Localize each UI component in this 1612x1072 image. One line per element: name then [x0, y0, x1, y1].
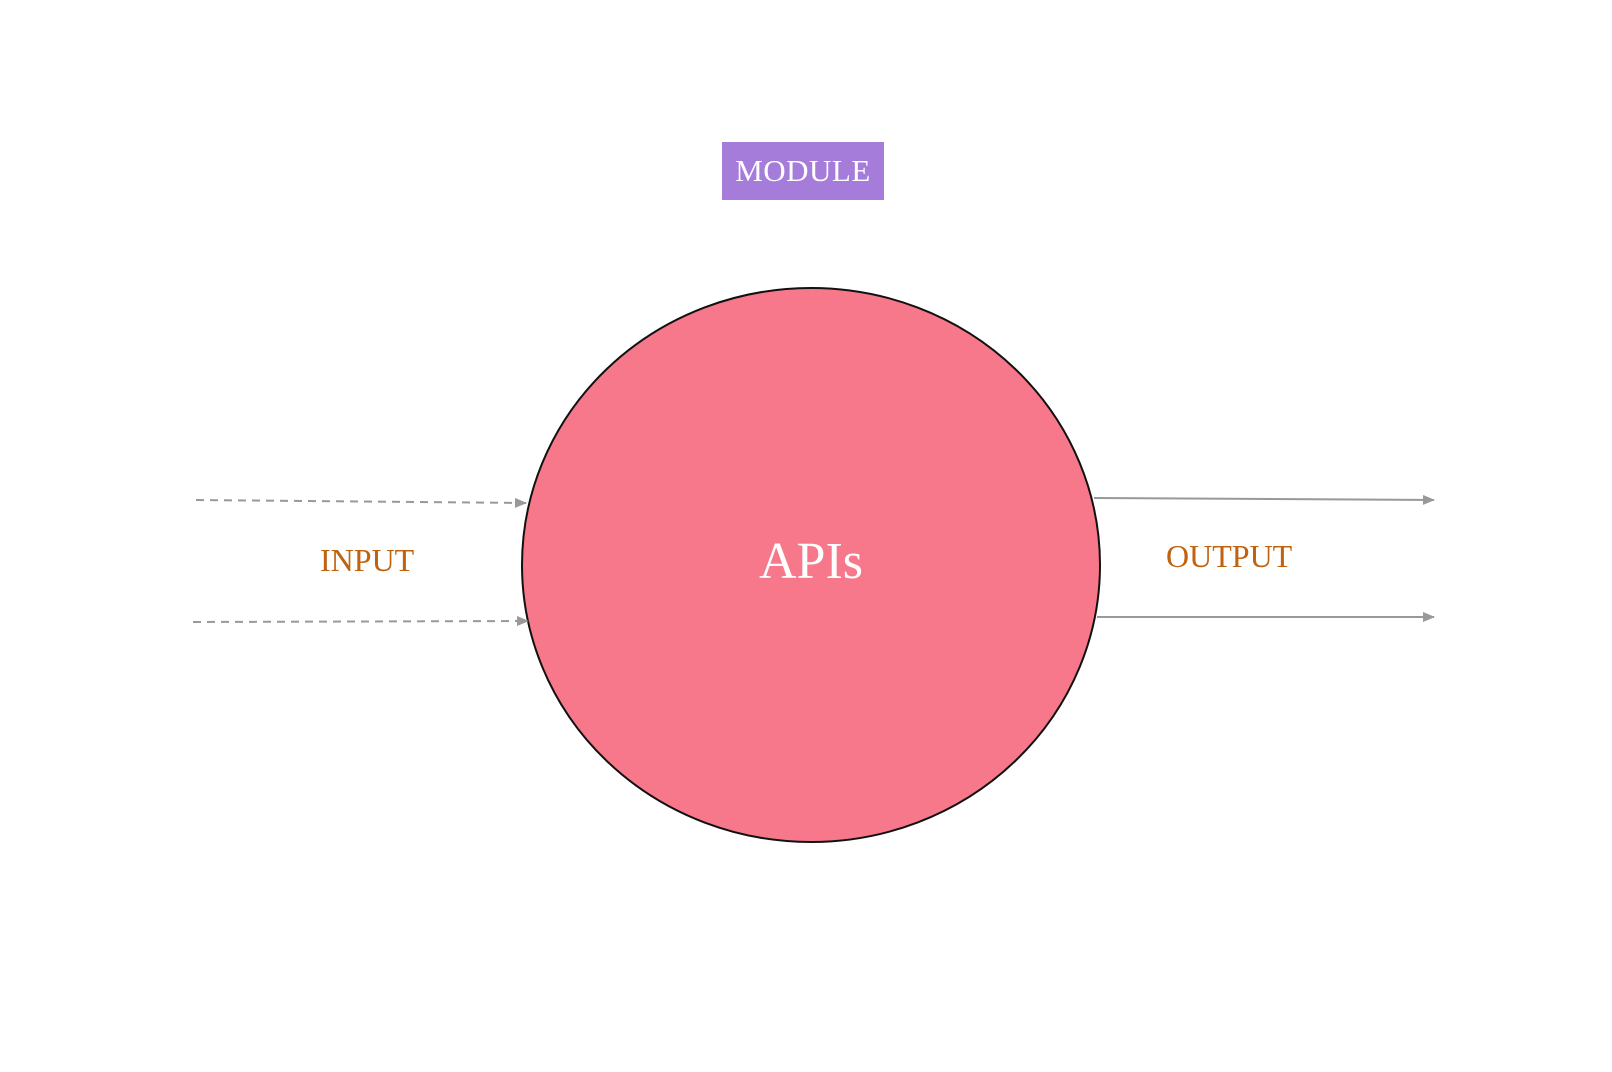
output-arrow-top	[1093, 494, 1435, 505]
apis-node-label: APIs	[758, 533, 864, 590]
output-label: OUTPUT	[1166, 538, 1293, 574]
module-label: MODULE	[722, 142, 884, 200]
input-arrow-top	[195, 497, 527, 508]
input-label: INPUT	[320, 542, 415, 578]
input-arrow-bottom	[192, 616, 529, 627]
apis-node-circle[interactable]	[521, 287, 1101, 843]
